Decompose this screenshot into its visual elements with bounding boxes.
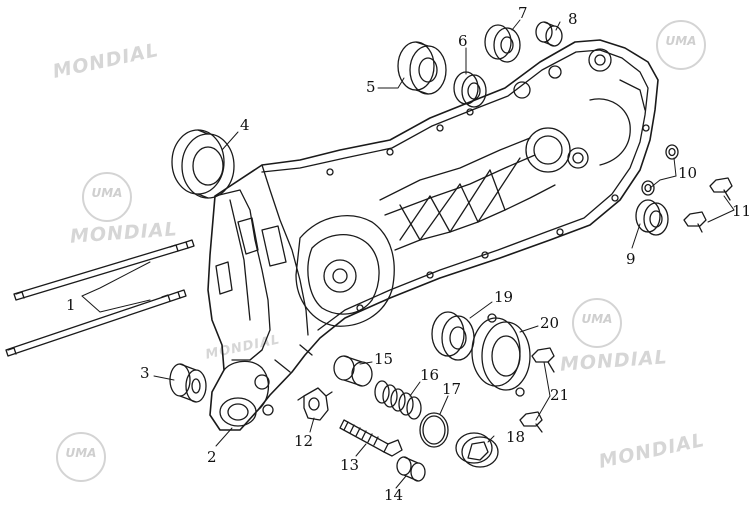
callout-8: 8 — [568, 10, 578, 28]
part-20-cover — [471, 313, 531, 397]
callout-18: 18 — [506, 428, 526, 446]
leader-lines — [81, 19, 735, 489]
callout-10: 10 — [678, 164, 698, 182]
watermark-logo-text: UMA — [91, 186, 123, 200]
callout-13: 13 — [340, 456, 360, 474]
watermark-logo: UMA — [572, 298, 622, 348]
part-6-bearing — [453, 71, 487, 108]
callout-5: 5 — [366, 78, 376, 96]
part-8-bushing — [535, 21, 563, 47]
callout-15: 15 — [374, 350, 394, 368]
watermark-logo: UMA — [56, 432, 106, 482]
watermark-logo-text: UMA — [581, 312, 613, 326]
callout-19: 19 — [494, 288, 514, 306]
callout-7: 7 — [518, 4, 528, 22]
callout-12: 12 — [294, 432, 314, 450]
part-15-cup — [333, 355, 373, 387]
part-9-seal — [635, 199, 669, 236]
watermark-logo: UMA — [656, 20, 706, 70]
part-7-bearing — [484, 24, 521, 63]
callout-2: 2 — [207, 448, 217, 466]
part-17-oring — [419, 412, 449, 448]
part-1-studs — [5, 239, 195, 357]
callout-3: 3 — [140, 364, 150, 382]
part-16-spring — [374, 380, 422, 420]
callout-14: 14 — [384, 486, 404, 504]
part-14-sleeve — [396, 456, 426, 482]
part-18-plug — [455, 432, 499, 468]
watermark-logo-text: UMA — [665, 34, 697, 48]
part-3-bushing — [169, 363, 207, 403]
callout-17: 17 — [442, 380, 462, 398]
part-10-washers — [641, 144, 679, 196]
callout-21: 21 — [550, 386, 570, 404]
part-21-bolts — [519, 347, 555, 433]
callout-6: 6 — [458, 32, 468, 50]
callout-4: 4 — [240, 116, 250, 134]
callout-1: 1 — [66, 296, 76, 314]
part-13-shaft — [339, 419, 403, 457]
part-19-seal — [431, 311, 475, 361]
watermark-logo: UMA — [82, 172, 132, 222]
part-12-bracket — [297, 387, 333, 421]
part-11-bolts — [683, 177, 733, 233]
callout-9: 9 — [626, 250, 636, 268]
callout-20: 20 — [540, 314, 560, 332]
part-5-bearing — [397, 41, 447, 95]
callout-16: 16 — [420, 366, 440, 384]
watermark-logo-text: UMA — [65, 446, 97, 460]
part-4-seal — [171, 129, 235, 199]
callout-11: 11 — [732, 202, 750, 220]
crankcase — [207, 39, 659, 431]
